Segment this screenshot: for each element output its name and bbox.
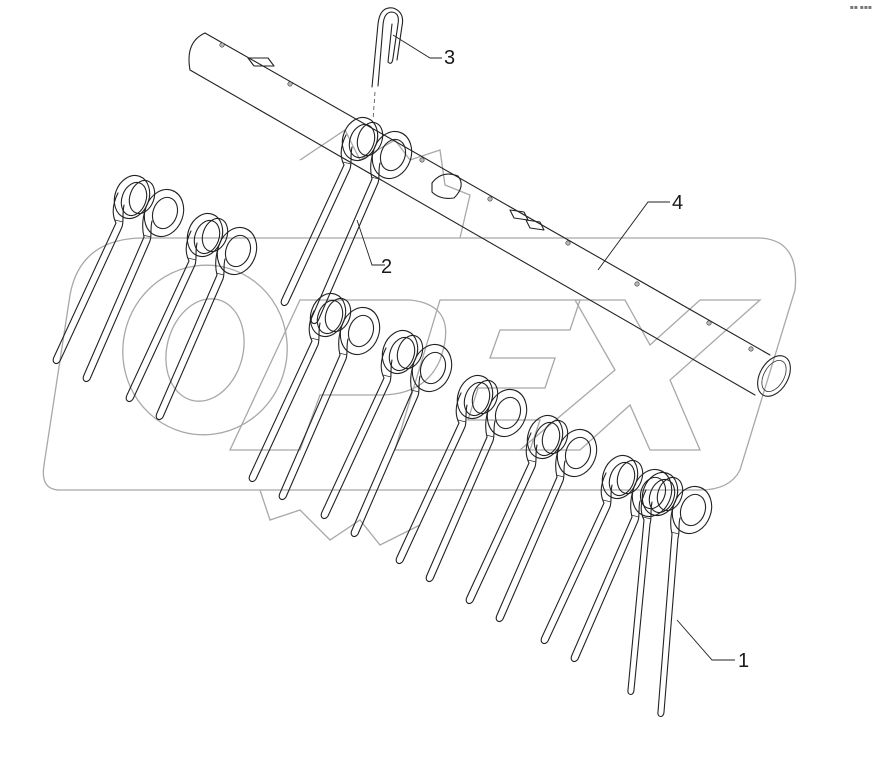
callout-1: 1: [738, 650, 750, 672]
tine-4: [320, 324, 459, 538]
callout-4: 4: [672, 192, 684, 214]
tine-8: [627, 466, 719, 718]
tine-tube: [188, 32, 791, 397]
corner-mark: ▪▪ ▪▪▪: [849, 4, 872, 11]
tine-5: [395, 369, 534, 583]
callout-2: 2: [381, 256, 393, 278]
tine-group: [52, 111, 719, 718]
retaining-clip: [371, 7, 404, 121]
tine-3: [248, 287, 387, 501]
callout-3: 3: [444, 47, 456, 69]
tine-6: [465, 409, 604, 623]
tine-2: [125, 207, 264, 421]
leader-lines: [356, 34, 735, 661]
tine-1: [52, 169, 191, 383]
watermark-opex: [42, 129, 797, 546]
